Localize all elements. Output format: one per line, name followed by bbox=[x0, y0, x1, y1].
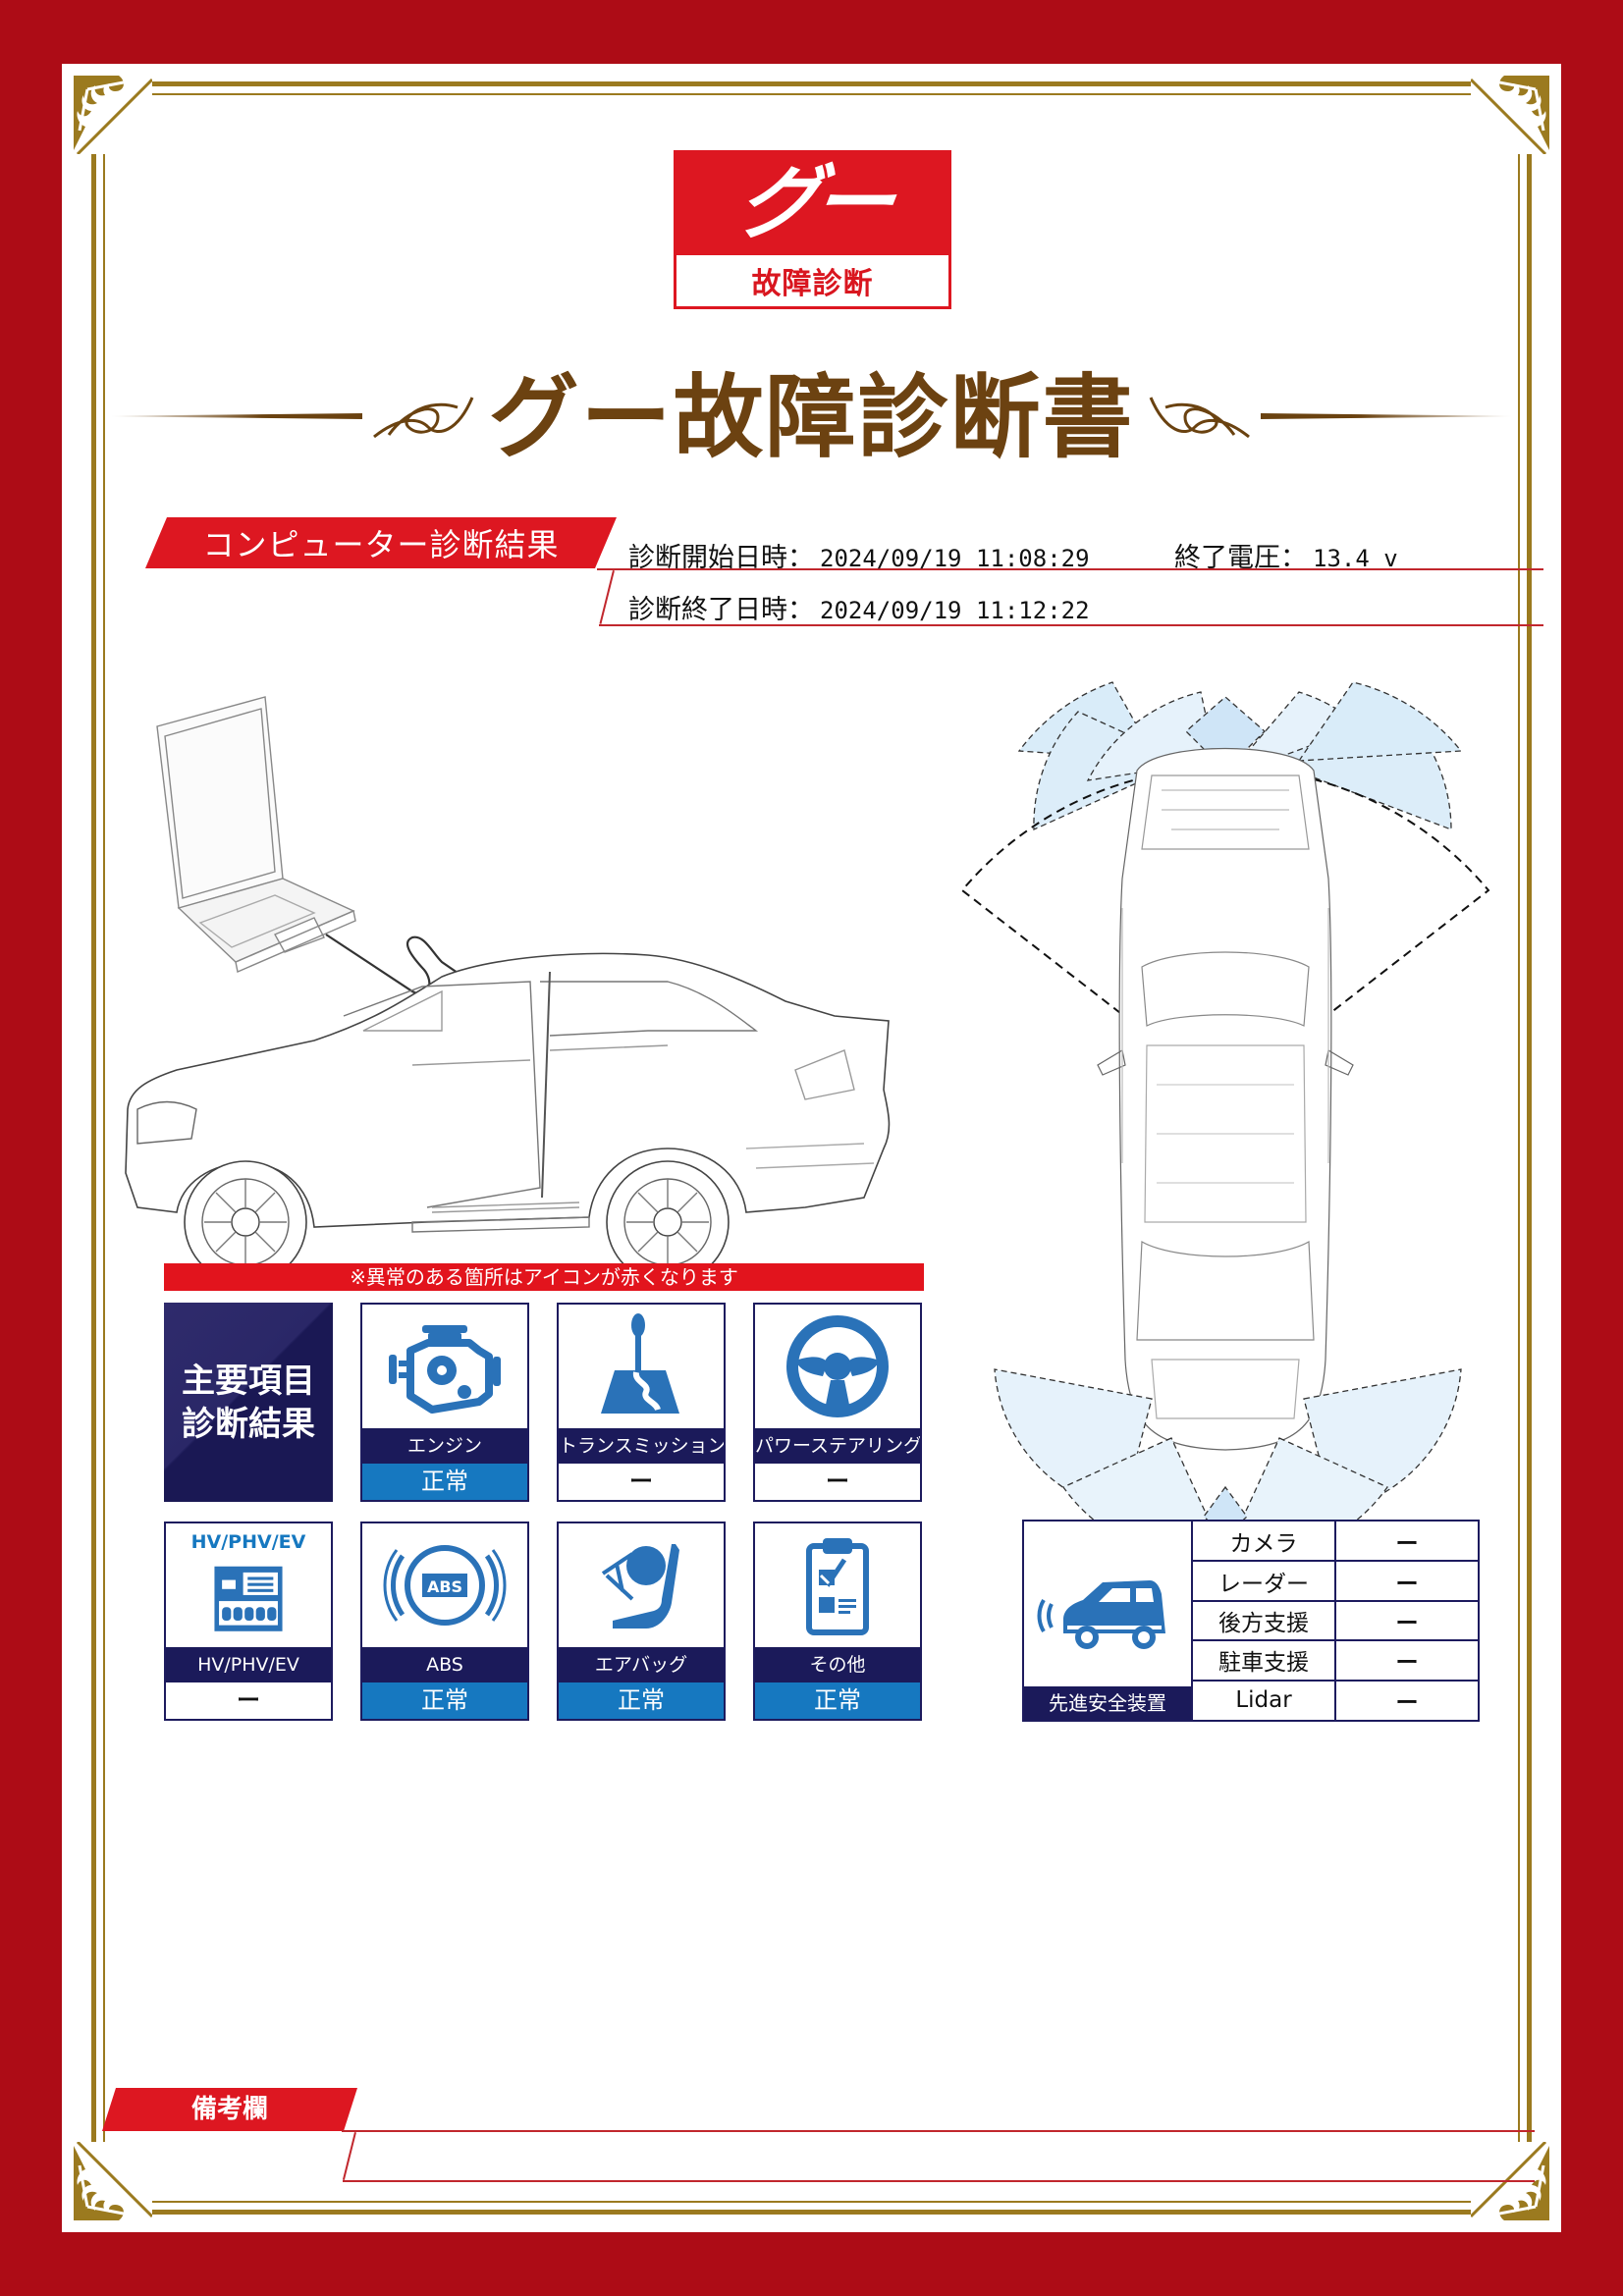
adas-value: ー bbox=[1395, 1690, 1419, 1717]
adas-key: 駐車支援 bbox=[1193, 1640, 1336, 1682]
status-badge: 正常 bbox=[362, 1464, 527, 1500]
card-name: HV/PHV/EV bbox=[166, 1647, 331, 1682]
ornament-corner-icon bbox=[1471, 72, 1553, 154]
adas-value: ー bbox=[1335, 1640, 1478, 1682]
remarks-label: 備考欄 bbox=[102, 2088, 357, 2131]
table-row: 後方支援ー bbox=[1193, 1600, 1478, 1642]
status-badge: ー bbox=[166, 1682, 331, 1719]
laptop-icon bbox=[156, 696, 356, 973]
diagnosis-end-label: 診断終了日時： bbox=[628, 595, 814, 625]
main-items-heading: 主要項目 診断結果 bbox=[164, 1303, 333, 1502]
title-rule-left bbox=[111, 413, 362, 419]
hv-icon-caption: HV/PHV/EV bbox=[190, 1531, 306, 1553]
computer-diagnosis-label: コンピューター診断結果 bbox=[145, 517, 617, 568]
checklist-icon bbox=[806, 1538, 869, 1635]
title-rule-right bbox=[1261, 413, 1512, 419]
adas-label: 先進安全装置 bbox=[1024, 1686, 1191, 1720]
gold-frame-outer bbox=[91, 81, 1532, 2215]
ornament-corner-icon bbox=[1471, 2142, 1553, 2224]
card-name: ABS bbox=[362, 1647, 527, 1682]
sedan-wireframe-icon bbox=[125, 952, 891, 1271]
car-sensor-icon bbox=[1037, 1580, 1165, 1649]
abs-icon: ABS bbox=[383, 1545, 507, 1626]
diagnosis-card-airbag: エアバッグ 正常 bbox=[557, 1522, 726, 1721]
card-name: エンジン bbox=[362, 1428, 527, 1464]
table-row: 駐車支援ー bbox=[1193, 1640, 1478, 1682]
status-badge: 正常 bbox=[559, 1682, 724, 1719]
remarks-field bbox=[366, 2137, 1525, 2176]
divider bbox=[599, 624, 1543, 626]
logo-mark: グー bbox=[730, 157, 894, 250]
car-side-diagnostic-illustration bbox=[118, 677, 1085, 1271]
diagnosis-start-label: 診断開始日時： bbox=[628, 543, 814, 573]
diagnosis-card-other: その他 正常 bbox=[753, 1522, 922, 1721]
table-row: カメラー bbox=[1193, 1522, 1478, 1563]
adas-value: ー bbox=[1335, 1522, 1478, 1563]
diagnosis-card-power-steering: パワーステアリング ー bbox=[753, 1303, 922, 1502]
status-badge: ー bbox=[755, 1464, 920, 1500]
adas-value: ー bbox=[1335, 1600, 1478, 1642]
car-top-wireframe-icon bbox=[1097, 748, 1354, 1451]
end-voltage-value: 13.4 v bbox=[1313, 545, 1398, 572]
status-badge: 正常 bbox=[362, 1682, 527, 1719]
engine-icon bbox=[389, 1325, 501, 1414]
flourish-icon bbox=[1149, 397, 1250, 439]
hybrid-battery-icon bbox=[214, 1566, 283, 1631]
main-items-heading-line2: 診断結果 bbox=[182, 1404, 315, 1444]
front-sensor-field-icon bbox=[960, 681, 1490, 1096]
rear-sensor-field-icon bbox=[994, 1368, 1462, 1536]
diagnosis-card-hv-phv-ev: HV/PHV/EV HV/PHV/EV ー bbox=[164, 1522, 333, 1721]
car-top-sensor-coverage-illustration bbox=[960, 672, 1525, 1536]
goo-logo: グー 故障診断 bbox=[674, 150, 951, 309]
gear-shifter-icon bbox=[601, 1313, 679, 1414]
airbag-icon bbox=[601, 1544, 679, 1629]
diagnosis-card-transmission: トランスミッション ー bbox=[557, 1303, 726, 1502]
ornament-corner-icon bbox=[70, 2142, 152, 2224]
end-voltage-label: 終了電圧： bbox=[1174, 543, 1307, 573]
diagnosis-end-value: 2024/09/19 11:12:22 bbox=[820, 597, 1090, 624]
divider bbox=[342, 2130, 1535, 2132]
main-items-heading-line1: 主要項目 bbox=[182, 1361, 315, 1401]
diagnosis-sheet: グー 故障診断 グー故障診断書 コンピューター診断結果 診断開始日時：2024/… bbox=[62, 64, 1561, 2232]
divider bbox=[343, 2180, 1535, 2182]
abnormal-notice-bar: ※異常のある箇所はアイコンが赤くなります bbox=[164, 1263, 924, 1291]
card-name: エアバッグ bbox=[559, 1647, 724, 1682]
abs-icon-text: ABS bbox=[427, 1577, 462, 1596]
status-badge: 正常 bbox=[755, 1682, 920, 1719]
status-badge: ー bbox=[559, 1464, 724, 1500]
diagnosis-card-engine: エンジン 正常 bbox=[360, 1303, 529, 1502]
card-name: パワーステアリング bbox=[755, 1428, 920, 1464]
adas-value: ー bbox=[1335, 1561, 1478, 1602]
diagnosis-end: 診断終了日時：2024/09/19 11:12:22 bbox=[628, 588, 1090, 626]
gold-frame-inner bbox=[103, 93, 1520, 2203]
table-row: レーダーー bbox=[1193, 1561, 1478, 1602]
title-row: グー故障診断書 bbox=[111, 358, 1512, 476]
page-title: グー故障診断書 bbox=[488, 365, 1135, 470]
flourish-icon bbox=[373, 397, 474, 439]
adas-key: レーダー bbox=[1193, 1561, 1336, 1602]
steering-wheel-icon bbox=[786, 1315, 889, 1417]
card-name: その他 bbox=[755, 1647, 920, 1682]
adas-key: カメラ bbox=[1193, 1522, 1336, 1563]
ornament-corner-icon bbox=[70, 72, 152, 154]
adas-key: 後方支援 bbox=[1193, 1600, 1336, 1642]
card-name: トランスミッション bbox=[559, 1428, 724, 1464]
diagnosis-start-value: 2024/09/19 11:08:29 bbox=[820, 545, 1090, 572]
adas-key: Lidar bbox=[1193, 1680, 1336, 1720]
diagnosis-card-abs: ABS ABS 正常 bbox=[360, 1522, 529, 1721]
diagnosis-start: 診断開始日時：2024/09/19 11:08:29 bbox=[628, 536, 1090, 574]
divider bbox=[597, 568, 1543, 570]
end-voltage: 終了電圧：13.4 v bbox=[1174, 536, 1398, 574]
table-row: Lidar ー bbox=[1193, 1680, 1478, 1720]
logo-subtitle: 故障診断 bbox=[751, 267, 874, 301]
